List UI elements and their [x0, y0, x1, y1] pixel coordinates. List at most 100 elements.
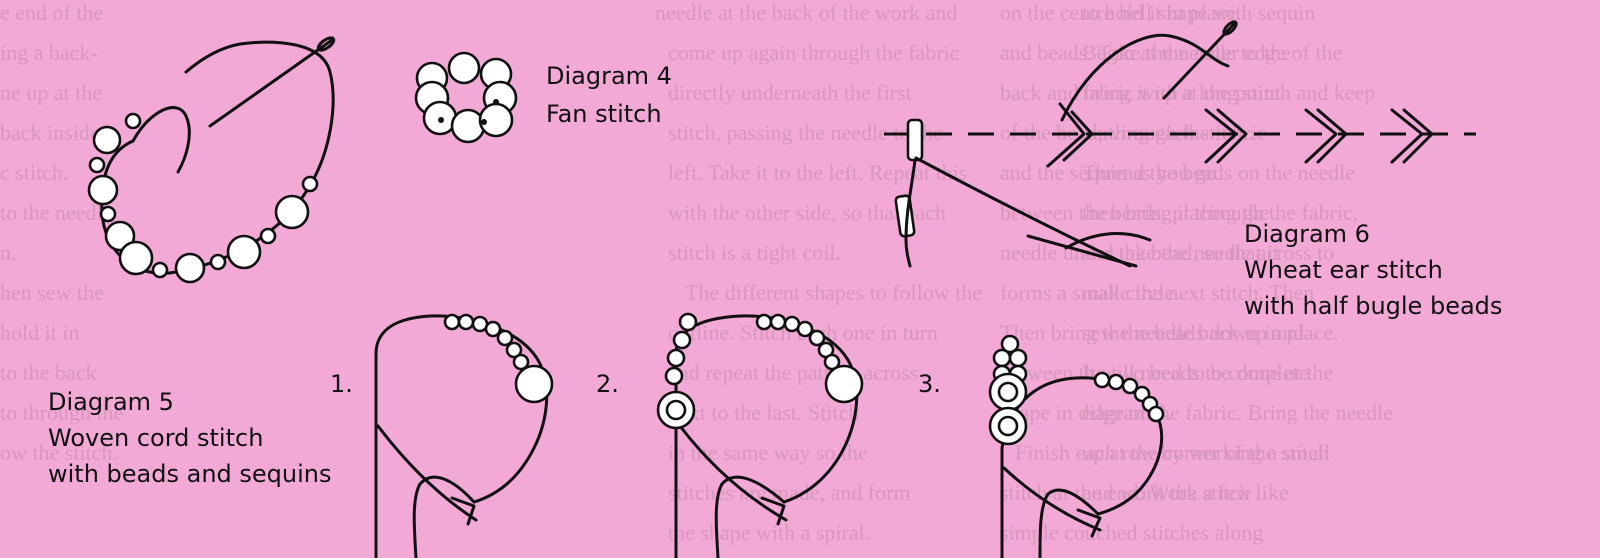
bleed-line: between the beads, placing the	[1000, 200, 1269, 225]
bleed-line: Finish each row by working a small	[1015, 440, 1330, 465]
bleed-line: back inside	[0, 120, 100, 145]
bead	[274, 194, 310, 230]
step-1-label: 1.	[330, 370, 353, 398]
bleed-line: forms a small circle.	[1000, 280, 1180, 305]
needle-eye	[316, 36, 336, 52]
diagram-5-title: Diagram 5	[48, 388, 174, 416]
bead	[484, 320, 502, 338]
needle-tip	[1076, 508, 1102, 538]
bead	[1121, 377, 1139, 395]
bleed-line: make the next stitch. Then	[1082, 280, 1314, 305]
bleed-line: fabric with a long stitch and keep	[1082, 80, 1375, 105]
bead	[87, 174, 119, 206]
bead	[672, 330, 692, 350]
chevron-stitch	[1304, 108, 1338, 164]
needle-tip	[760, 496, 786, 526]
bead	[226, 234, 262, 270]
bleed-line: n.	[0, 240, 17, 265]
bleed-line: to the back	[0, 360, 97, 385]
bleed-line: e end of the	[0, 0, 103, 25]
bugle-bead	[906, 118, 924, 162]
bleed-line: and the sequin as you go	[1000, 160, 1217, 185]
needle-eye	[1222, 20, 1238, 36]
needle-shaft	[1002, 466, 1102, 532]
diagram-4-title: Diagram 4	[546, 62, 672, 90]
diagram-4-subtitle: Fan stitch	[546, 100, 662, 128]
thread-loop	[131, 106, 191, 174]
bleed-line: directly underneath the first	[668, 80, 912, 105]
thread-tail	[1064, 232, 1152, 250]
bleed-line: to through the	[0, 400, 123, 425]
bleed-line: needle under the bead, so that it	[1000, 240, 1279, 265]
bead	[1107, 373, 1125, 391]
bead	[1093, 371, 1111, 389]
bleed-line: Thread the beads on the needle	[1082, 160, 1355, 185]
bleed-line: Then bring the needle back up and	[1000, 320, 1304, 345]
cord-outline	[674, 314, 859, 558]
bead	[92, 125, 122, 155]
sequin	[824, 364, 864, 404]
necklace-illustration	[87, 36, 336, 284]
thread-arc	[1060, 33, 1230, 122]
wheat-ear-stitch-illustration	[1046, 20, 1476, 168]
thread-path	[100, 40, 335, 275]
bead	[104, 220, 136, 252]
bleed-through-text: e end of the ing a back- ne up at the ba…	[0, 0, 1393, 545]
bugle-bead-stitch-illustration	[884, 118, 1152, 268]
sequin-hole	[665, 399, 687, 421]
bead	[259, 227, 277, 245]
bead	[808, 329, 826, 347]
bead	[447, 51, 481, 85]
needle-shaft	[1162, 22, 1236, 100]
bead	[678, 312, 698, 332]
bead	[1008, 348, 1028, 368]
bleed-line: and repeat the pattern across	[668, 360, 918, 385]
bleed-line: back and bring it up at the point	[1000, 80, 1280, 105]
diagram-6-line1: Wheat ear stitch	[1244, 256, 1443, 284]
cord-outline	[374, 314, 549, 558]
chevron-stitch	[1062, 110, 1094, 162]
bleed-line: left. Take it to the left. Repeat this	[668, 160, 967, 185]
bead	[174, 252, 206, 284]
bleed-line: Begin at the outer edge of the	[1082, 40, 1342, 65]
bleed-line: sew the beads down in place.	[1082, 320, 1339, 345]
chevron-stitch	[1046, 102, 1086, 168]
fan-stitch-illustration	[414, 51, 518, 144]
thread-to-needle	[914, 156, 1132, 268]
bleed-line: ow the stitch.	[0, 440, 118, 465]
bleed-line: c stitch.	[0, 160, 68, 185]
chevron-stitch	[1204, 108, 1238, 164]
bead	[755, 313, 773, 331]
needle-tip	[450, 496, 476, 526]
bead	[151, 261, 169, 279]
bleed-line: and beads. Take the needle to the	[1000, 40, 1291, 65]
bleed-line: to the needle	[0, 200, 112, 225]
bleed-line: and work the stitch like	[1082, 480, 1289, 505]
sequin-hole	[997, 381, 1019, 403]
diagram-5-line2: with beads and sequins	[48, 460, 332, 488]
diagram-6-title: Diagram 6	[1244, 220, 1370, 248]
diagram-5-line1: Woven cord stitch	[48, 424, 263, 452]
bead	[209, 253, 227, 271]
step-2-label: 2.	[596, 370, 619, 398]
bleed-line: on the centre bell shape with sequin	[1000, 0, 1315, 25]
bleed-line: stitch is a tight coil.	[668, 240, 841, 265]
bleed-line: simple couched stitches along	[1000, 520, 1263, 545]
sequin-hole	[997, 415, 1019, 437]
step-3-label: 3.	[918, 370, 941, 398]
bead	[301, 175, 319, 193]
bead	[1147, 405, 1165, 423]
diagram-6-line2: with half bugle beads	[1244, 292, 1502, 320]
stitch-dot	[438, 117, 444, 123]
bead	[505, 341, 523, 359]
bead	[796, 320, 814, 338]
bead	[769, 313, 787, 331]
needle-shaft	[376, 424, 478, 522]
bleed-line: needle at the back of the work and	[655, 0, 957, 25]
bleed-line: to hold it in place.	[1082, 0, 1241, 25]
step-3-illustration	[988, 334, 1165, 558]
bead	[118, 240, 154, 276]
needle-shaft	[208, 38, 334, 128]
bleed-line: then bring it through the fabric,	[1082, 200, 1358, 225]
step-2-illustration	[656, 312, 864, 558]
